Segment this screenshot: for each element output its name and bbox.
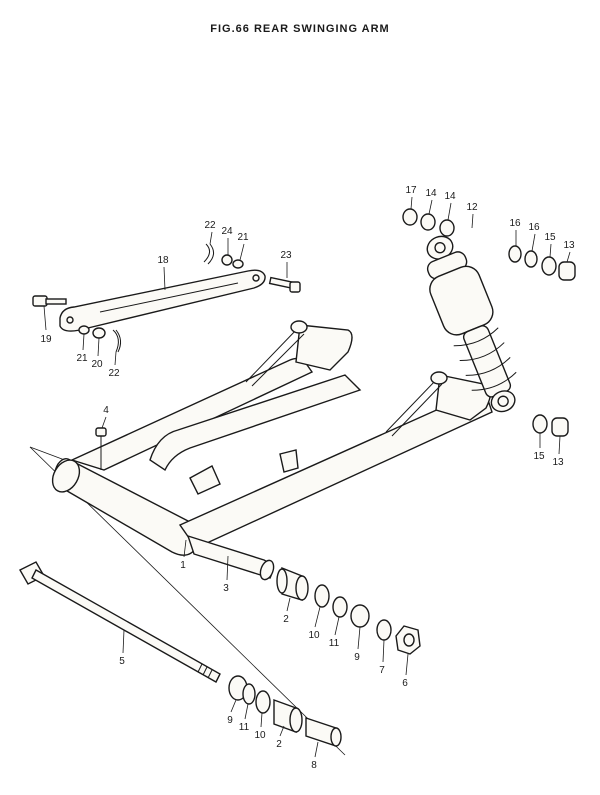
callout-c9b: 9 bbox=[227, 715, 233, 726]
cotter-pin-22a bbox=[203, 243, 214, 265]
callout-c17a: 17 bbox=[405, 185, 417, 196]
callout-c11a: 11 bbox=[329, 638, 340, 649]
washer-21a bbox=[232, 259, 244, 269]
grease-nipple bbox=[95, 427, 107, 470]
callout-c16b: 16 bbox=[528, 222, 540, 233]
bushing-2-upper bbox=[276, 566, 309, 601]
callout-c16a: 16 bbox=[509, 218, 521, 229]
callout-c22a: 22 bbox=[204, 220, 216, 231]
callout-c20: 20 bbox=[91, 359, 103, 370]
bolt-23 bbox=[268, 276, 301, 293]
callout-c5: 5 bbox=[119, 656, 125, 667]
callout-c11b: 11 bbox=[239, 722, 250, 733]
callout-c13b: 13 bbox=[552, 457, 564, 468]
nut-24 bbox=[221, 254, 233, 266]
callout-c12: 12 bbox=[466, 202, 478, 213]
callout-c14a: 14 bbox=[425, 188, 437, 199]
washer-21b bbox=[78, 325, 90, 335]
leader-lines bbox=[43, 196, 571, 758]
bolt-19 bbox=[32, 295, 67, 307]
shock-cap-nut-upper bbox=[558, 261, 576, 281]
callout-c4: 4 bbox=[103, 405, 109, 416]
callout-c21a: 21 bbox=[237, 232, 249, 243]
callout-c13a: 13 bbox=[563, 240, 575, 251]
washer-11a bbox=[332, 596, 348, 618]
pivot-bushing bbox=[186, 534, 275, 581]
callout-c7: 7 bbox=[379, 665, 385, 676]
callout-c15b: 15 bbox=[533, 451, 545, 462]
callout-c3: 3 bbox=[223, 583, 229, 594]
shock-lower-washer bbox=[532, 414, 548, 434]
callout-c14b: 14 bbox=[444, 191, 456, 202]
callout-c1: 1 bbox=[180, 560, 186, 571]
rear-shock-absorber bbox=[426, 235, 517, 413]
washer-7 bbox=[376, 619, 392, 641]
pivot-collar-8 bbox=[305, 717, 342, 747]
callout-c2a: 2 bbox=[283, 614, 289, 625]
callout-c22b: 22 bbox=[108, 368, 120, 379]
torque-rod bbox=[59, 269, 266, 332]
callout-c9a: 9 bbox=[354, 652, 360, 663]
pivot-nut-6 bbox=[395, 625, 421, 655]
shock-cap-nut-lower bbox=[551, 417, 569, 437]
callout-c18: 18 bbox=[157, 255, 169, 266]
callout-c2b: 2 bbox=[276, 739, 282, 750]
callout-c15a: 15 bbox=[544, 232, 556, 243]
o-ring-10a bbox=[314, 584, 330, 608]
callout-c10b: 10 bbox=[254, 730, 266, 741]
figure-title: FIG.66 REAR SWINGING ARM bbox=[210, 23, 390, 35]
pivot-bolt bbox=[19, 561, 221, 683]
washer-11b bbox=[242, 683, 256, 705]
callout-c21b: 21 bbox=[76, 353, 88, 364]
callout-c10a: 10 bbox=[308, 630, 320, 641]
callout-c23: 23 bbox=[280, 250, 292, 261]
callout-c6: 6 bbox=[402, 678, 408, 689]
callout-c19: 19 bbox=[40, 334, 52, 345]
swinging-arm-body bbox=[51, 320, 493, 556]
shock-upper-washers bbox=[402, 208, 557, 276]
callout-c24: 24 bbox=[221, 226, 233, 237]
thrust-washer-9a bbox=[350, 604, 370, 628]
cotter-pin-22b bbox=[112, 329, 122, 353]
nut-20 bbox=[92, 327, 106, 339]
o-ring-10b bbox=[255, 690, 271, 714]
bushing-2-lower bbox=[273, 699, 303, 733]
callout-c8: 8 bbox=[311, 760, 317, 771]
